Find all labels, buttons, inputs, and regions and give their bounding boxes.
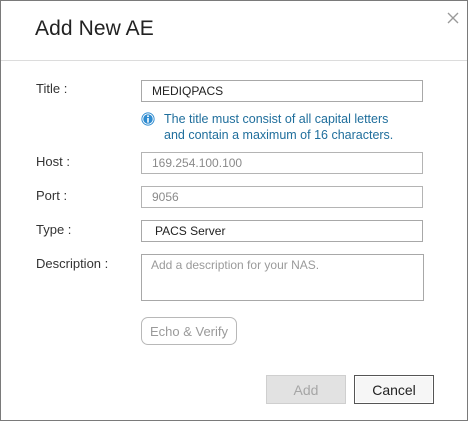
dialog-header: Add New AE (1, 1, 467, 61)
add-button[interactable]: Add (266, 375, 346, 404)
host-label: Host : (36, 154, 70, 169)
port-input[interactable] (141, 186, 423, 208)
hint-line-2: and contain a maximum of 16 characters. (164, 128, 394, 142)
close-button[interactable] (444, 9, 462, 27)
host-input[interactable] (141, 152, 423, 174)
port-label: Port : (36, 188, 68, 203)
hint-text: The title must consist of all capital le… (164, 111, 393, 143)
title-label: Title : (36, 81, 68, 96)
type-input[interactable] (141, 220, 423, 242)
close-icon (447, 12, 459, 24)
title-input[interactable] (141, 80, 423, 102)
description-label: Description : (36, 256, 109, 271)
hint-line-1: The title must consist of all capital le… (164, 112, 389, 126)
dialog-title: Add New AE (35, 17, 154, 40)
cancel-button[interactable]: Cancel (354, 375, 434, 404)
info-icon (141, 112, 155, 126)
type-label: Type : (36, 222, 72, 237)
echo-verify-button[interactable]: Echo & Verify (141, 317, 237, 345)
description-textarea[interactable] (141, 254, 424, 301)
